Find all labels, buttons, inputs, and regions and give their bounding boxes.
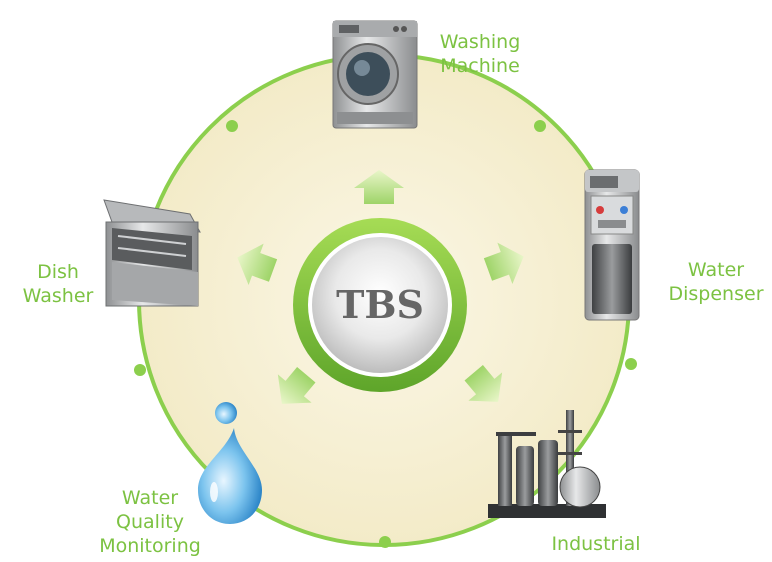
washing-machine-image [332, 20, 418, 129]
label-water-dispenser-line1: Water [687, 259, 745, 281]
arrow-upper-right [483, 242, 524, 284]
label-washing-line1: Washing [439, 31, 521, 53]
dish-washer-image [103, 199, 201, 307]
arrow-upper-left [237, 243, 278, 285]
label-water-quality-line3: Monitoring [99, 535, 201, 557]
center-title: TBS [336, 282, 424, 327]
label-industrial-line1: Industrial [551, 533, 641, 555]
label-water-dispenser-line2: Dispenser [668, 283, 764, 305]
industrial-plant-image [488, 410, 606, 518]
label-washing-machine: Washing Machine [424, 30, 536, 78]
center-hub: TBS [293, 218, 467, 392]
arrow-lower-right [464, 365, 503, 402]
label-dish-washer: Dish Washer [8, 260, 108, 308]
label-water-quality-line1: Water [121, 487, 179, 509]
label-water-quality-monitoring: Water Quality Monitoring [92, 486, 208, 558]
ring-dots [134, 120, 637, 548]
arrow-lower-left [277, 367, 316, 404]
label-washing-line2: Machine [440, 55, 520, 77]
label-water-dispenser: Water Dispenser [660, 258, 772, 306]
water-drop-image [198, 402, 262, 524]
arrow-up [354, 170, 404, 204]
label-dish-line2: Washer [22, 285, 94, 307]
label-industrial: Industrial [536, 532, 656, 556]
label-dish-line1: Dish [37, 261, 79, 283]
water-dispenser-image [584, 169, 640, 321]
label-water-quality-line2: Quality [116, 511, 184, 533]
